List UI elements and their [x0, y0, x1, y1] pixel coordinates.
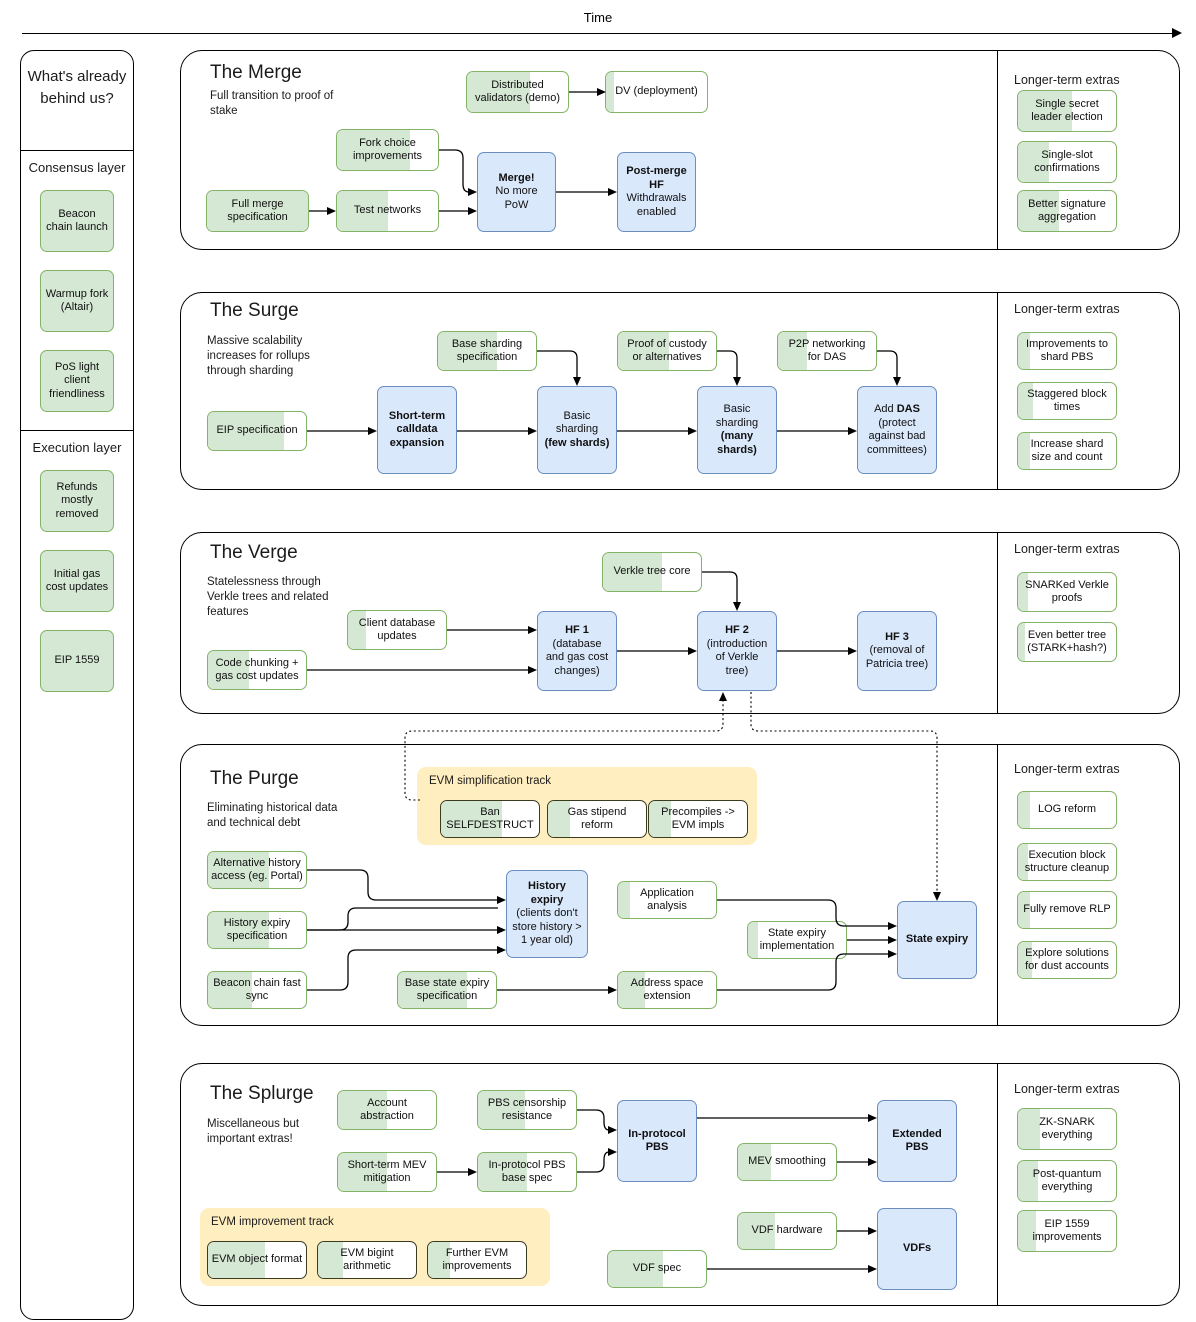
node-vdfs[interactable]: VDFs: [877, 1208, 957, 1290]
time-axis-arrowhead: [1172, 28, 1182, 38]
node-state-expiry[interactable]: State expiry: [897, 901, 977, 979]
extra-explore-solutions-for-dust-accounts[interactable]: Explore solutions for dust accounts: [1017, 941, 1117, 979]
verge-extras-divider: [997, 532, 998, 714]
splurge-extras-divider: [997, 1063, 998, 1306]
time-axis-label: Time: [583, 10, 613, 25]
node-address-space-extension[interactable]: Address space extension: [617, 971, 717, 1009]
node-dv-deployment[interactable]: DV (deployment): [605, 71, 708, 113]
merge-extras-divider: [997, 50, 998, 250]
sidebar-item-beacon-chain-launch[interactable]: Beacon chain launch: [40, 190, 114, 252]
sidebar-item-eip-1559[interactable]: EIP 1559: [40, 630, 114, 692]
sidebar-item-warmup-fork-altair[interactable]: Warmup fork (Altair): [40, 270, 114, 332]
sidebar-item-pos-light-client-friendliness[interactable]: PoS light client friendliness: [40, 350, 114, 412]
section-title-merge: The Merge: [210, 62, 302, 83]
section-subtitle-surge: Massive scalability increases for rollup…: [207, 335, 310, 377]
extra-fully-remove-rlp[interactable]: Fully remove RLP: [1017, 891, 1117, 929]
extra-single-secret-leader-election[interactable]: Single secret leader election: [1017, 90, 1117, 132]
node-further-evm-improvements[interactable]: Further EVM improvements: [427, 1241, 527, 1279]
node-client-database-updates[interactable]: Client database updates: [347, 610, 447, 650]
extra-better-signature-aggregation[interactable]: Better signature aggregation: [1017, 190, 1117, 232]
node-fork-choice-improvements[interactable]: Fork choice improvements: [336, 129, 439, 171]
extra-snarked-verkle-proofs[interactable]: SNARKed Verkle proofs: [1017, 572, 1117, 612]
node-code-chunking-gas-cost-updates[interactable]: Code chunking + gas cost updates: [207, 650, 307, 690]
sidebar-group-label-execution: Execution layer: [32, 440, 122, 455]
time-axis-line: [22, 33, 1174, 34]
node-precompiles-evm-impls[interactable]: Precompiles -> EVM impls: [648, 800, 748, 838]
node-full-merge-specification[interactable]: Full merge specification: [206, 190, 309, 232]
node-beacon-chain-fast-sync[interactable]: Beacon chain fast sync: [207, 971, 307, 1009]
sidebar-heading: What's already behind us?: [27, 68, 127, 107]
extras-title-purge: Longer-term extras: [1014, 762, 1120, 776]
section-title-verge: The Verge: [210, 542, 298, 563]
extras-title-merge: Longer-term extras: [1014, 73, 1120, 87]
section-title-surge: The Surge: [210, 300, 299, 321]
extra-staggered-block-times[interactable]: Staggered block times: [1017, 382, 1117, 420]
extras-title-splurge: Longer-term extras: [1014, 1082, 1120, 1096]
sidebar-divider-2: [20, 430, 134, 431]
extra-zk-snark-everything[interactable]: ZK-SNARK everything: [1017, 1108, 1117, 1150]
section-subtitle-splurge: Miscellaneous but important extras!: [207, 1118, 300, 1145]
node-p2p-networking-for-das[interactable]: P2P networking for DAS: [777, 331, 877, 371]
node-evm-object-format[interactable]: EVM object format: [207, 1241, 307, 1279]
purge-extras-divider: [997, 744, 998, 1026]
node-application-analysis[interactable]: Application analysis: [617, 881, 717, 919]
node-history-expiry-specification[interactable]: History expiry specification: [207, 911, 307, 949]
node-account-abstraction[interactable]: Account abstraction: [337, 1090, 437, 1130]
section-subtitle-merge: Full transition to proof of stake: [210, 90, 334, 117]
sidebar-item-refunds-mostly-removed[interactable]: Refunds mostly removed: [40, 470, 114, 532]
node-in-protocol-pbs-base-spec[interactable]: In-protocol PBS base spec: [477, 1152, 577, 1192]
extra-single-slot-confirmations[interactable]: Single-slot confirmations: [1017, 141, 1117, 183]
surge-extras-divider: [997, 292, 998, 490]
node-gas-stipend-reform[interactable]: Gas stipend reform: [547, 800, 647, 838]
section-panel-surge: [180, 292, 1180, 490]
extra-improvements-to-shard-pbs[interactable]: Improvements to shard PBS: [1017, 332, 1117, 370]
section-subtitle-verge: Statelessness through Verkle trees and r…: [207, 576, 329, 618]
node-test-networks[interactable]: Test networks: [336, 190, 439, 232]
node-vdf-hardware[interactable]: VDF hardware: [737, 1212, 837, 1250]
extra-increase-shard-size-and-count[interactable]: Increase shard size and count: [1017, 432, 1117, 470]
evm-simplification-track-title: EVM simplification track: [429, 775, 552, 787]
extras-title-surge: Longer-term extras: [1014, 302, 1120, 316]
sidebar-group-label-consensus: Consensus layer: [28, 160, 126, 175]
node-verkle-tree-core[interactable]: Verkle tree core: [602, 552, 702, 592]
extra-even-better-tree[interactable]: Even better tree (STARK+hash?): [1017, 622, 1117, 662]
extra-post-quantum-everything[interactable]: Post-quantum everything: [1017, 1160, 1117, 1202]
node-mev-smoothing[interactable]: MEV smoothing: [737, 1143, 837, 1181]
extra-execution-block-structure-cleanup[interactable]: Execution block structure cleanup: [1017, 843, 1117, 881]
sidebar-item-initial-gas-cost-updates[interactable]: Initial gas cost updates: [40, 550, 114, 612]
section-title-purge: The Purge: [210, 768, 299, 789]
sidebar-divider-1: [20, 150, 134, 151]
section-title-splurge: The Splurge: [210, 1083, 314, 1104]
extras-title-verge: Longer-term extras: [1014, 542, 1120, 556]
extra-eip-1559-improvements[interactable]: EIP 1559 improvements: [1017, 1210, 1117, 1252]
node-eip-specification[interactable]: EIP specification: [207, 411, 307, 451]
node-state-expiry-implementation[interactable]: State expiry implementation: [747, 921, 847, 959]
node-short-term-mev-mitigation[interactable]: Short-term MEV mitigation: [337, 1152, 437, 1192]
node-pbs-censorship-resistance[interactable]: PBS censorship resistance: [477, 1090, 577, 1130]
node-vdf-spec[interactable]: VDF spec: [607, 1250, 707, 1288]
evm-improvement-track-title: EVM improvement track: [211, 1216, 334, 1228]
node-ban-selfdestruct[interactable]: Ban SELFDESTRUCT: [440, 800, 540, 838]
node-base-state-expiry-specification[interactable]: Base state expiry specification: [397, 971, 497, 1009]
node-base-sharding-specification[interactable]: Base sharding specification: [437, 331, 537, 371]
node-alternative-history-access[interactable]: Alternative history access (eg. Portal): [207, 851, 307, 889]
node-proof-of-custody[interactable]: Proof of custody or alternatives: [617, 331, 717, 371]
node-distributed-validators-demo[interactable]: Distributed validators (demo): [466, 71, 569, 113]
extra-log-reform[interactable]: LOG reform: [1017, 791, 1117, 829]
section-subtitle-purge: Eliminating historical data and technica…: [207, 802, 338, 829]
node-evm-bigint-arithmetic[interactable]: EVM bigint arithmetic: [317, 1241, 417, 1279]
